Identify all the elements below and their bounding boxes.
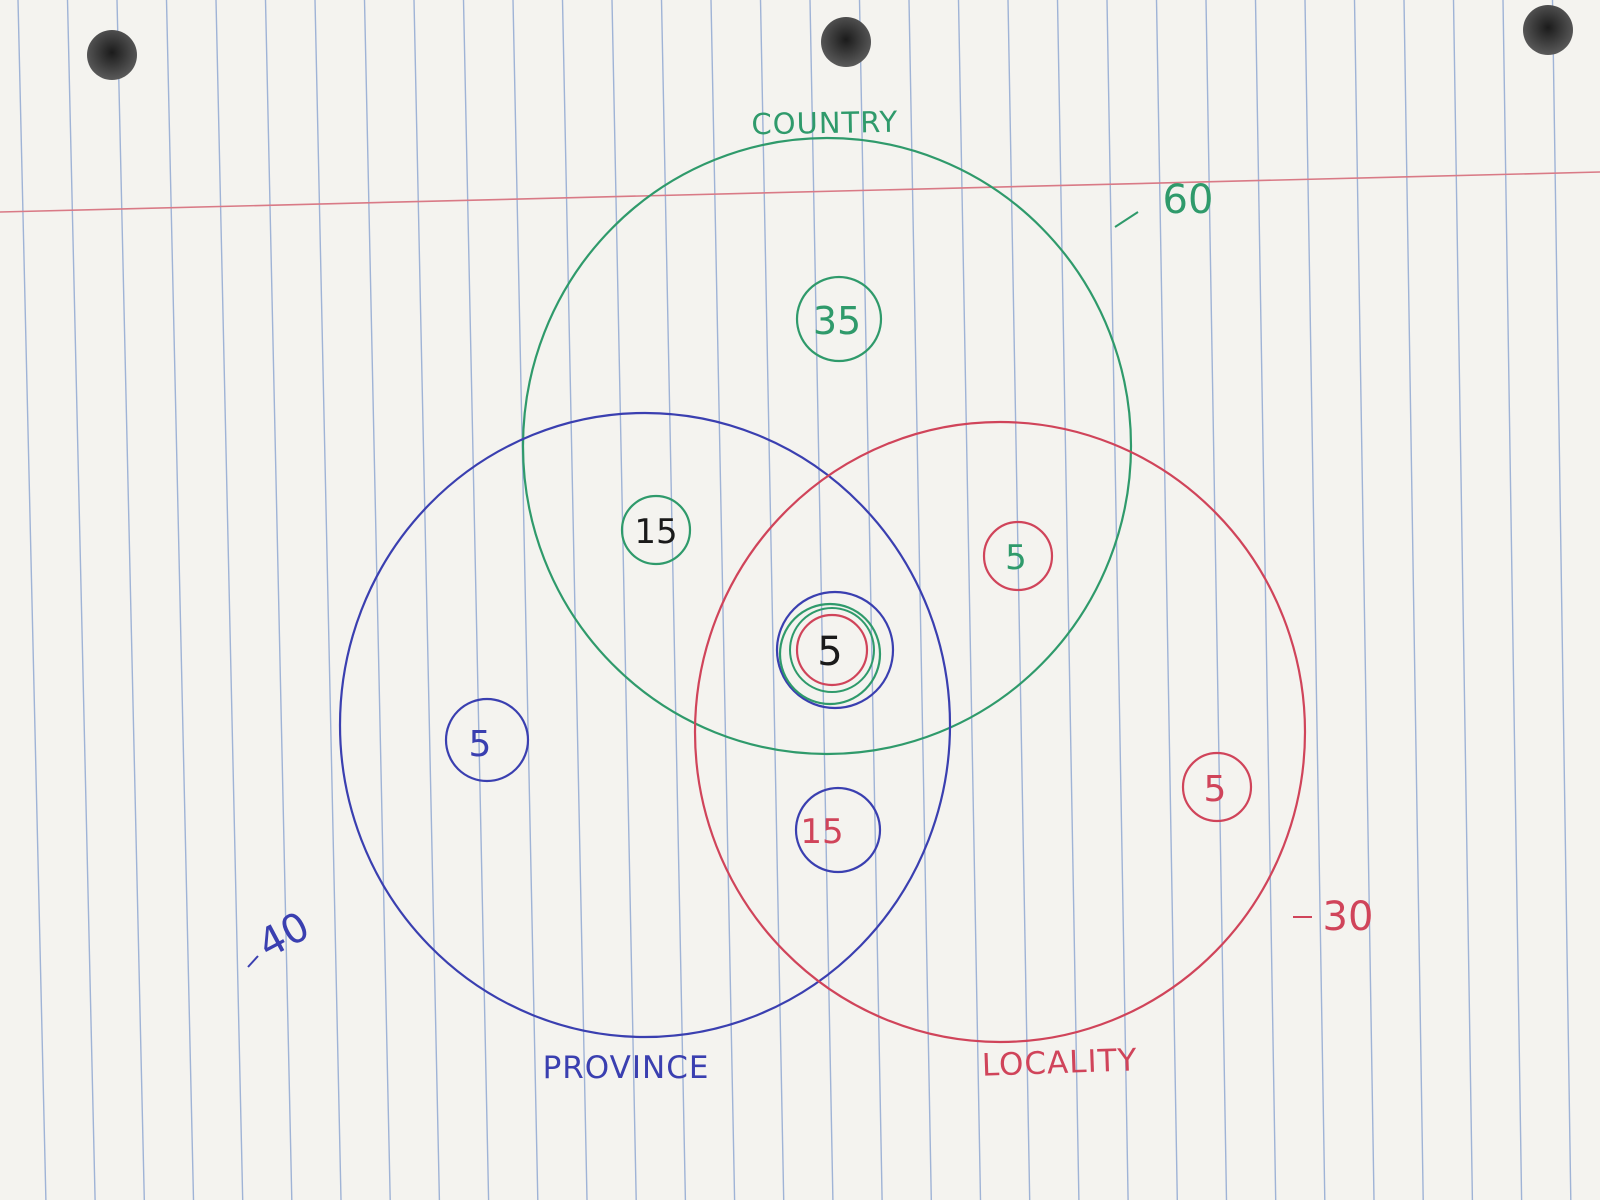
ruled-line-19: [957, 0, 982, 1200]
ruled-line-13: [660, 0, 687, 1200]
region-province-locality-value: 15: [800, 812, 843, 852]
venn-diagram: [338, 136, 1307, 1044]
ruled-line-23: [1155, 0, 1178, 1200]
total-locality-value: 30: [1323, 894, 1374, 940]
region-country-province-value: 15: [634, 512, 677, 552]
margin-line: [0, 171, 1600, 213]
region-country-locality-value: 5: [1005, 538, 1027, 578]
ruled-lines: [17, 0, 1572, 1200]
ruled-line-1: [66, 0, 96, 1200]
punch-hole-left: [87, 30, 137, 80]
set-locality-label: LOCALITY: [981, 1042, 1138, 1083]
region-province-only-value: 5: [469, 724, 492, 765]
punch-hole-right: [1523, 5, 1573, 55]
ruled-line-6: [314, 0, 342, 1200]
ruled-line-25: [1254, 0, 1277, 1200]
ruled-line-29: [1452, 0, 1474, 1200]
ruled-line-4: [215, 0, 244, 1200]
region-country-province: 15: [620, 494, 692, 566]
ruled-line-26: [1304, 0, 1326, 1200]
ruled-line-5: [264, 0, 293, 1200]
region-province-locality: 15: [794, 786, 882, 874]
ruled-line-17: [858, 0, 883, 1200]
region-all-three-value: 5: [817, 629, 842, 675]
ruled-line-11: [561, 0, 588, 1200]
set-province-label: PROVINCE: [543, 1050, 710, 1086]
ruled-line-3: [165, 0, 195, 1200]
set-province-circle: [338, 411, 952, 1039]
set-country-circle: [521, 136, 1133, 756]
region-all-three: 5: [775, 590, 895, 710]
total-country-value: 60: [1163, 177, 1214, 223]
total-locality: 30: [1293, 894, 1373, 940]
ruled-line-16: [809, 0, 834, 1200]
ruled-line-30: [1502, 0, 1523, 1200]
region-province-only: 5: [444, 697, 530, 783]
ruled-line-10: [512, 0, 539, 1200]
ruled-line-8: [413, 0, 441, 1200]
ruled-line-31: [1551, 0, 1572, 1200]
ruled-line-7: [363, 0, 391, 1200]
punch-hole-center: [821, 17, 871, 67]
region-locality-only-value: 5: [1204, 769, 1227, 810]
total-country: 60: [1114, 177, 1214, 228]
ruled-line-12: [611, 0, 637, 1200]
ruled-line-22: [1106, 0, 1129, 1200]
ruled-line-14: [710, 0, 736, 1200]
ruled-line-2: [116, 0, 145, 1200]
ruled-line-24: [1205, 0, 1228, 1200]
region-locality-only: 5: [1181, 751, 1253, 823]
set-locality-circle: [693, 420, 1307, 1044]
ruled-line-18: [908, 0, 932, 1200]
ruled-line-27: [1353, 0, 1375, 1200]
set-country-label: COUNTRY: [751, 105, 898, 142]
ruled-line-21: [1056, 0, 1080, 1200]
region-country-only-value: 35: [813, 299, 861, 343]
ruled-line-15: [759, 0, 785, 1200]
ruled-line-28: [1403, 0, 1424, 1200]
punch-holes: [87, 5, 1573, 80]
region-country-only: 35: [795, 275, 883, 363]
ruled-line-0: [17, 0, 47, 1200]
region-country-locality: 5: [982, 520, 1054, 592]
